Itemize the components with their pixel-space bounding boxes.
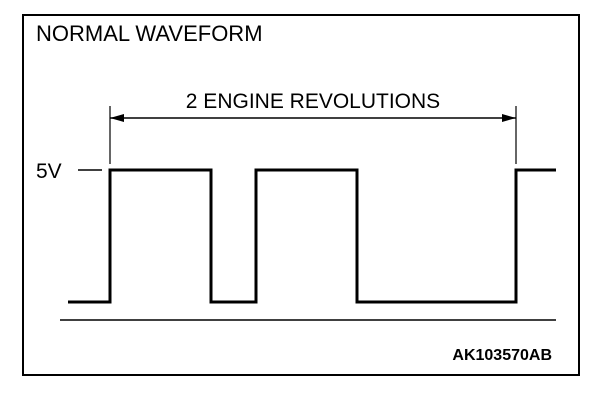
span-arrowhead-right bbox=[502, 114, 516, 122]
span-arrowhead-left bbox=[110, 114, 124, 122]
square-waveform bbox=[68, 168, 556, 304]
voltage-label: 5V bbox=[36, 160, 62, 183]
diagram-frame bbox=[22, 14, 580, 376]
diagram-title: NORMAL WAVEFORM bbox=[36, 21, 263, 46]
span-label: 2 ENGINE REVOLUTIONS bbox=[186, 90, 440, 113]
figure-code: AK103570AB bbox=[452, 347, 552, 364]
